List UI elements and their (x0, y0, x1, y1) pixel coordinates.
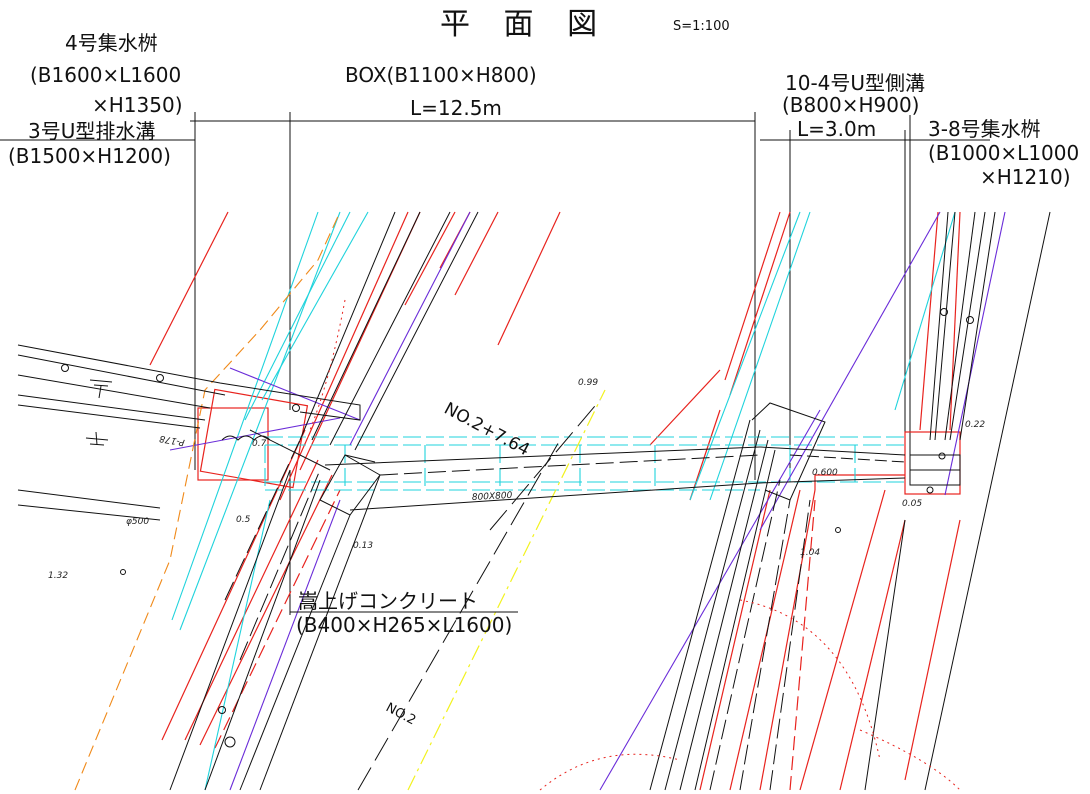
value-07: 0.7 (252, 439, 267, 449)
drain-3-dims: (B1500×H1200) (8, 144, 171, 168)
station-main: NO.2+7.64 (441, 399, 533, 461)
label-group-catch-basin-3-8: 3-8号集水桝 (B1000×L1000 ×H1210) (928, 117, 1079, 189)
orange-linework (74, 211, 341, 791)
pipe-label: P-178 (159, 433, 186, 447)
catch-basin-4-dims-1: (B1600×L1600 (30, 63, 181, 87)
value-104: 1.04 (800, 548, 820, 558)
value-600: 0.600 (812, 468, 838, 478)
dotted-arcs (309, 299, 961, 791)
value-013: 0.13 (353, 541, 373, 551)
box-name: BOX(B1100×H800) (345, 63, 537, 87)
dimension-lines (0, 112, 990, 615)
ground-symbols (85, 379, 271, 446)
catch-basin-3-8-name: 3-8号集水桝 (928, 117, 1041, 141)
label-group-concrete: 嵩上げコンクリート (B400×H265×L1600) (290, 589, 518, 637)
station-no2: NO.2 (383, 700, 418, 728)
black-linework (17, 211, 1051, 791)
cyan-linework (171, 211, 956, 791)
value-099: 0.99 (578, 378, 598, 388)
catch-basin-3-8-dims-2: ×H1210) (980, 165, 1071, 189)
catch-basin-3-8-dims-1: (B1000×L1000 (928, 141, 1079, 165)
purple-linework (169, 211, 1006, 791)
catch-basin-4-dims-2: ×H1350) (92, 93, 183, 117)
ditch-10-4-name: 10-4号U型側溝 (785, 71, 925, 95)
label-group-box: BOX(B1100×H800) L=12.5m (345, 63, 537, 120)
ditch-10-4-dims: (B800×H900) (782, 93, 919, 117)
drain-3-name: 3号U型排水溝 (28, 119, 155, 143)
value-05: 0.5 (236, 515, 251, 525)
circle-markers (61, 308, 974, 748)
value-022: 0.22 (965, 420, 985, 430)
label-group-catch-basin-4: 4号集水桝 (B1600×L1600 ×H1350) (30, 31, 183, 117)
yellow-centerline (407, 389, 606, 791)
catch-basin-4-name: 4号集水桝 (65, 31, 158, 55)
label-group-ditch-10-4: 10-4号U型側溝 (B800×H900) L=3.0m (782, 71, 925, 141)
label-group-drain-3: 3号U型排水溝 (B1500×H1200) (8, 119, 171, 168)
box-size-label: 800X800 (472, 491, 513, 503)
drawing-title: 平 面 図 (440, 7, 609, 42)
box-length: L=12.5m (410, 96, 502, 120)
concrete-dims: (B400×H265×L1600) (296, 613, 512, 637)
value-005: 0.05 (902, 499, 922, 509)
value-132: 1.32 (48, 571, 68, 581)
phi500-label: φ500 (126, 517, 149, 527)
ditch-10-4-length: L=3.0m (797, 117, 876, 141)
concrete-name: 嵩上げコンクリート (298, 589, 478, 613)
scale-label: S=1:100 (673, 19, 730, 34)
